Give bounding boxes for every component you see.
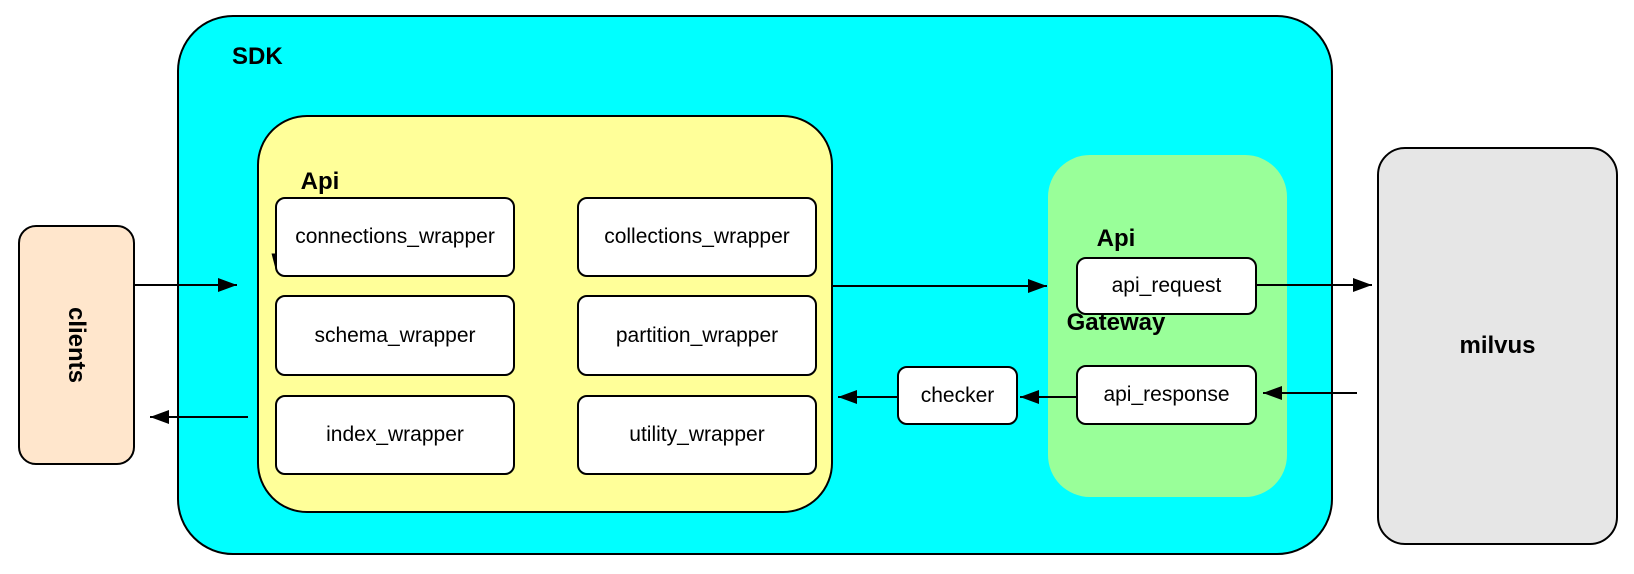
connections-wrapper-node: connections_wrapper <box>275 197 515 277</box>
partition-wrapper-node: partition_wrapper <box>577 295 817 376</box>
clients-label: clients <box>63 306 91 384</box>
checker-label: checker <box>920 383 995 407</box>
checker-node: checker <box>897 366 1018 425</box>
schema-wrapper-label: schema_wrapper <box>314 323 476 347</box>
schema-wrapper-node: schema_wrapper <box>275 295 515 376</box>
utility-wrapper-node: utility_wrapper <box>577 395 817 475</box>
index-wrapper-node: index_wrapper <box>275 395 515 475</box>
milvus-node: milvus <box>1377 147 1618 545</box>
collections-wrapper-label: collections_wrapper <box>604 225 790 248</box>
clients-node: clients <box>18 225 135 465</box>
api-gateway-label-line1: Api <box>1096 225 1136 252</box>
api-response-label: api_response <box>1103 383 1230 406</box>
milvus-label: milvus <box>1459 332 1536 359</box>
index-wrapper-label: index_wrapper <box>326 423 464 446</box>
api-request-node: api_request <box>1076 257 1257 315</box>
api-request-label: api_request <box>1111 274 1222 297</box>
collections-wrapper-node: collections_wrapper <box>577 197 817 277</box>
api-gateway-container <box>1048 155 1287 497</box>
api-wrapper-label-line1: Api <box>300 168 340 195</box>
api-response-node: api_response <box>1076 365 1257 425</box>
partition-wrapper-label: partition_wrapper <box>615 323 779 347</box>
sdk-label: SDK <box>232 43 283 70</box>
connections-wrapper-label: connections_wrapper <box>295 225 495 248</box>
utility-wrapper-label: utility_wrapper <box>629 423 765 446</box>
